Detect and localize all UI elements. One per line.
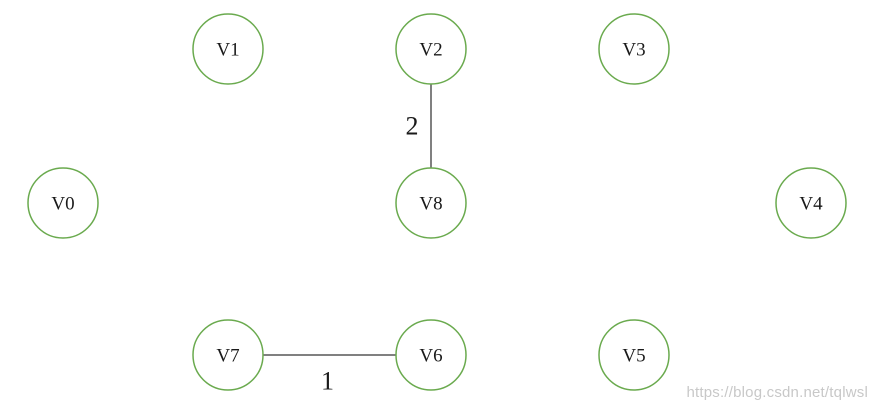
node-circle <box>27 167 99 239</box>
node-label: V7 <box>216 346 239 367</box>
node-label: V4 <box>799 194 823 215</box>
node-v3: V3 <box>598 13 670 85</box>
node-v6: V6 <box>395 319 467 391</box>
edge-weight-v2-v8: 2 <box>406 112 419 141</box>
node-circle <box>395 13 467 85</box>
node-circle <box>395 167 467 239</box>
node-circle <box>395 319 467 391</box>
node-v8: V8 <box>395 167 467 239</box>
node-label: V2 <box>419 40 442 61</box>
node-v5: V5 <box>598 319 670 391</box>
node-v7: V7 <box>192 319 264 391</box>
node-circle <box>775 167 847 239</box>
node-circle <box>598 319 670 391</box>
node-v4: V4 <box>775 167 847 239</box>
node-circle <box>192 13 264 85</box>
edges-layer: 21 <box>263 84 432 396</box>
node-label: V8 <box>419 194 442 215</box>
node-label: V5 <box>622 346 645 367</box>
node-circle <box>598 13 670 85</box>
node-label: V6 <box>419 346 442 367</box>
node-label: V1 <box>216 40 239 61</box>
node-v1: V1 <box>192 13 264 85</box>
node-v0: V0 <box>27 167 99 239</box>
node-label: V3 <box>622 40 645 61</box>
node-v2: V2 <box>395 13 467 85</box>
edge-weight-v7-v6: 1 <box>321 367 334 396</box>
node-circle <box>192 319 264 391</box>
node-label: V0 <box>51 194 74 215</box>
watermark-text: https://blog.csdn.net/tqlwsl <box>686 384 868 401</box>
